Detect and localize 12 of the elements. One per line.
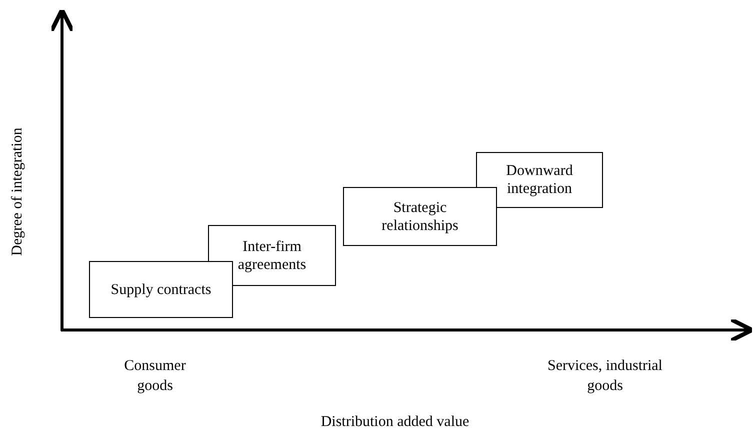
step-box xyxy=(343,187,497,246)
category-label: Services, industrial goods xyxy=(546,357,664,396)
step-label: Supply contracts xyxy=(110,280,212,298)
step-label: Strategic relationships xyxy=(380,198,460,234)
step-label: Inter-firm agreements xyxy=(236,238,308,274)
step-box xyxy=(476,152,603,208)
axis-title: Degree of integration xyxy=(8,126,26,258)
step-box xyxy=(208,225,336,286)
axis-title: Distribution added value xyxy=(320,413,470,431)
step-label: Downward integration xyxy=(505,162,574,198)
category-label: Consumer goods xyxy=(123,357,187,396)
step-box xyxy=(89,261,233,318)
